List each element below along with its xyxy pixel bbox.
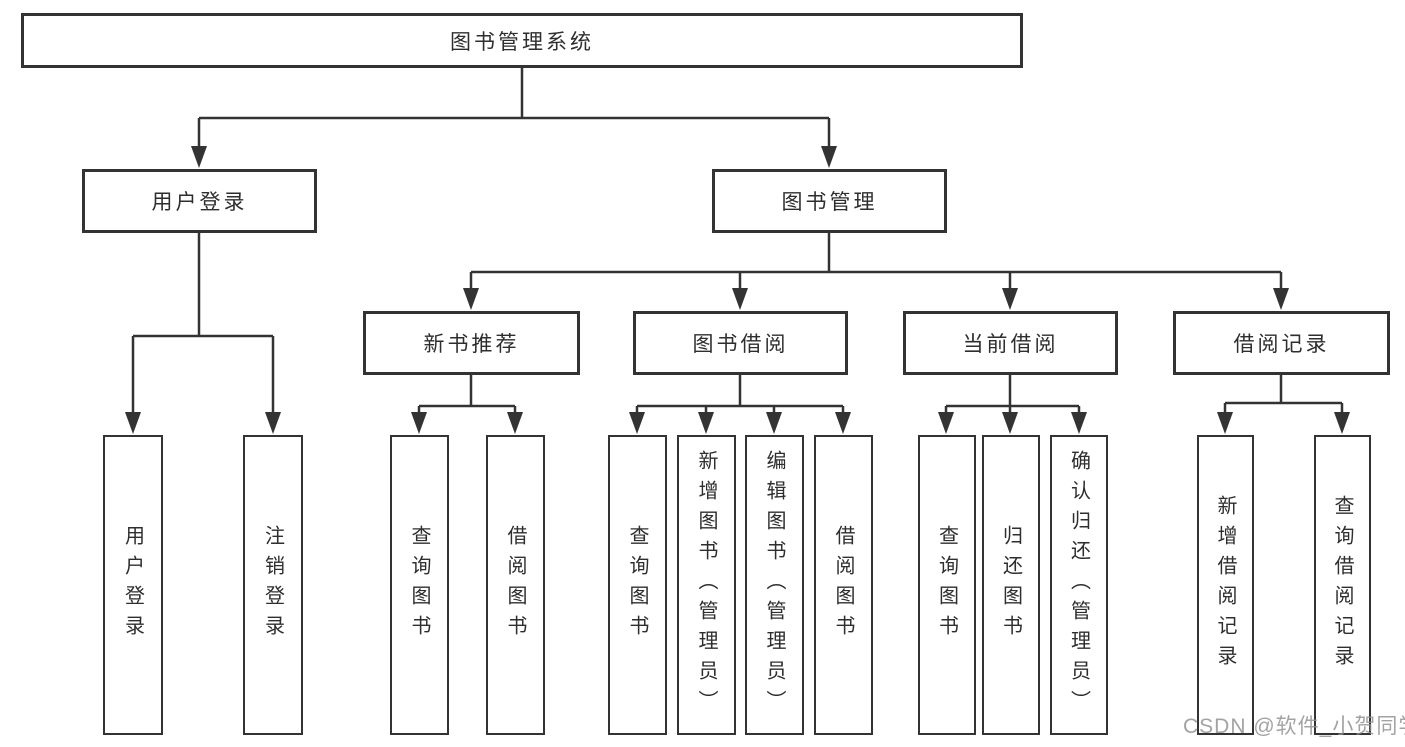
- leaf-logout: 注销登录: [243, 435, 303, 735]
- leaf-add-borrow-record: 新增借阅记录: [1197, 435, 1254, 735]
- leaf-borrow-books-borrowing: 借阅图书: [814, 435, 873, 735]
- leaf-add-book-admin: 新增图书（管理员）: [677, 435, 736, 735]
- connector-current-borrowing-children: [944, 375, 1081, 416]
- arrowheads-borrowing-records: [1217, 412, 1350, 434]
- arrowheads-user-login-children: [125, 412, 281, 434]
- leaf-confirm-return-admin: 确认归还（管理员）: [1050, 435, 1108, 735]
- arrowhead: [191, 146, 207, 168]
- arrowhead: [732, 288, 748, 310]
- arrowhead: [821, 146, 837, 168]
- leaf-borrow-books-recommend: 借阅图书: [486, 435, 545, 735]
- arrowhead: [1071, 412, 1087, 434]
- arrowhead: [125, 412, 141, 434]
- leaf-query-books-recommend: 查询图书: [390, 435, 449, 735]
- arrowheads-current-borrowing: [938, 412, 1087, 434]
- arrowhead: [938, 412, 954, 434]
- connector-new-book-recommendation-children: [417, 375, 517, 416]
- node-book-management: 图书管理: [712, 169, 947, 233]
- arrowhead: [835, 412, 851, 434]
- arrowheads-level3: [463, 288, 1289, 310]
- leaf-query-books-borrowing: 查询图书: [608, 435, 667, 735]
- arrowhead: [629, 412, 645, 434]
- leaf-query-borrow-record: 查询借阅记录: [1314, 435, 1371, 735]
- arrowhead: [1217, 412, 1233, 434]
- arrowheads-level2: [191, 146, 837, 168]
- arrowhead: [463, 288, 479, 310]
- connector-root-to-level2: [197, 68, 831, 150]
- connector-borrowing-records-children: [1223, 375, 1344, 416]
- arrowhead: [1273, 288, 1289, 310]
- arrowhead: [1334, 412, 1350, 434]
- node-book-borrowing: 图书借阅: [633, 311, 848, 375]
- node-current-borrowing: 当前借阅: [903, 311, 1118, 375]
- arrowhead: [1002, 412, 1018, 434]
- node-library-management-system: 图书管理系统: [21, 13, 1023, 68]
- arrowhead: [766, 412, 782, 434]
- leaf-query-books-current: 查询图书: [918, 435, 976, 735]
- node-new-book-recommendation: 新书推荐: [363, 311, 580, 375]
- arrowhead: [265, 412, 281, 434]
- csdn-watermark: CSDN @软件_小贺同学: [1183, 715, 1405, 738]
- arrowheads-book-borrowing: [629, 412, 851, 434]
- node-borrowing-records: 借阅记录: [1173, 311, 1390, 375]
- arrowheads-new-book-recommendation: [411, 412, 523, 434]
- connector-book-management-to-level3: [469, 233, 1283, 292]
- node-user-login: 用户登录: [82, 169, 317, 233]
- leaf-return-books: 归还图书: [982, 435, 1040, 735]
- arrowhead: [698, 412, 714, 434]
- leaf-user-login: 用户登录: [103, 435, 163, 735]
- arrowhead: [507, 412, 523, 434]
- arrowhead: [411, 412, 427, 434]
- connector-user-login-to-children: [131, 233, 275, 416]
- leaf-edit-book-admin: 编辑图书（管理员）: [745, 435, 804, 735]
- arrowhead: [1002, 288, 1018, 310]
- connector-book-borrowing-children: [635, 375, 845, 416]
